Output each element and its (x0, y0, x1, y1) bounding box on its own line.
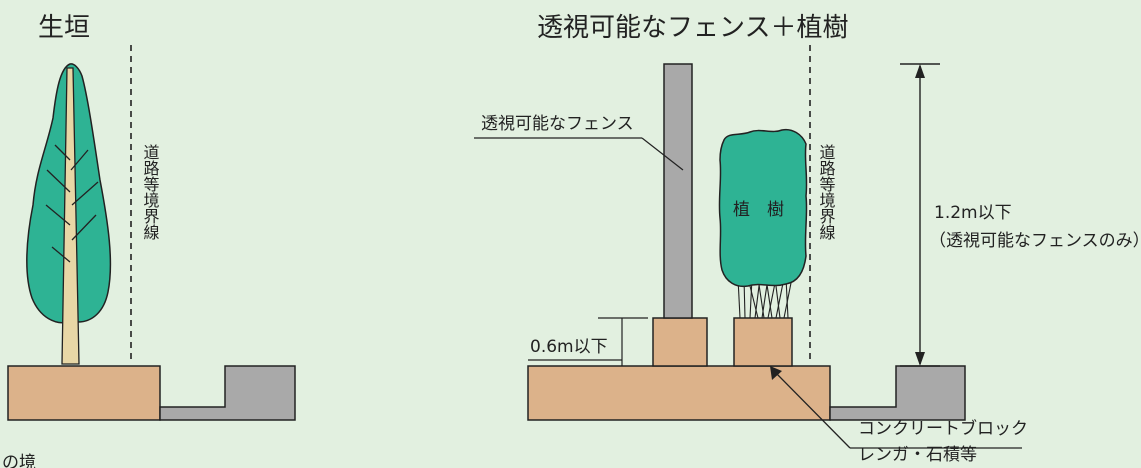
right-road-curb (829, 365, 966, 421)
right-title: 透視可能なフェンス＋植樹 (537, 13, 848, 43)
height-note: （透視可能なフェンスのみ） (929, 231, 1141, 251)
fence-base-block (652, 317, 708, 367)
fence-leader-line (641, 137, 684, 171)
right-boundary-label: 道路等境界線 (817, 144, 836, 240)
footer-partial-text: の境 (2, 453, 36, 468)
tree-label: 植 樹 (733, 200, 784, 220)
left-road-curb (159, 365, 296, 421)
left-ground-block (7, 365, 161, 421)
tree-base-block (733, 317, 793, 367)
fence-label: 透視可能なフェンス (481, 114, 634, 134)
see-through-fence (663, 63, 693, 319)
hedge-branches (45, 144, 99, 263)
height-label: 1.2m以下 (934, 203, 1012, 223)
height-arrow-top (915, 64, 925, 78)
block-leader-arrow (770, 366, 782, 380)
block-label-line2: レンガ・石積等 (858, 445, 977, 465)
base-height-label: 0.6m以下 (530, 337, 608, 357)
hedge-trunk (61, 67, 80, 365)
block-leader-line (772, 369, 851, 449)
left-title: 生垣 (38, 13, 90, 43)
height-arrow-bottom (915, 352, 925, 366)
planted-tree-foliage (718, 128, 808, 288)
right-ground-block (527, 365, 831, 421)
left-boundary-label: 道路等境界線 (141, 144, 160, 240)
block-label-line1: コンクリートブロック (858, 418, 1028, 439)
